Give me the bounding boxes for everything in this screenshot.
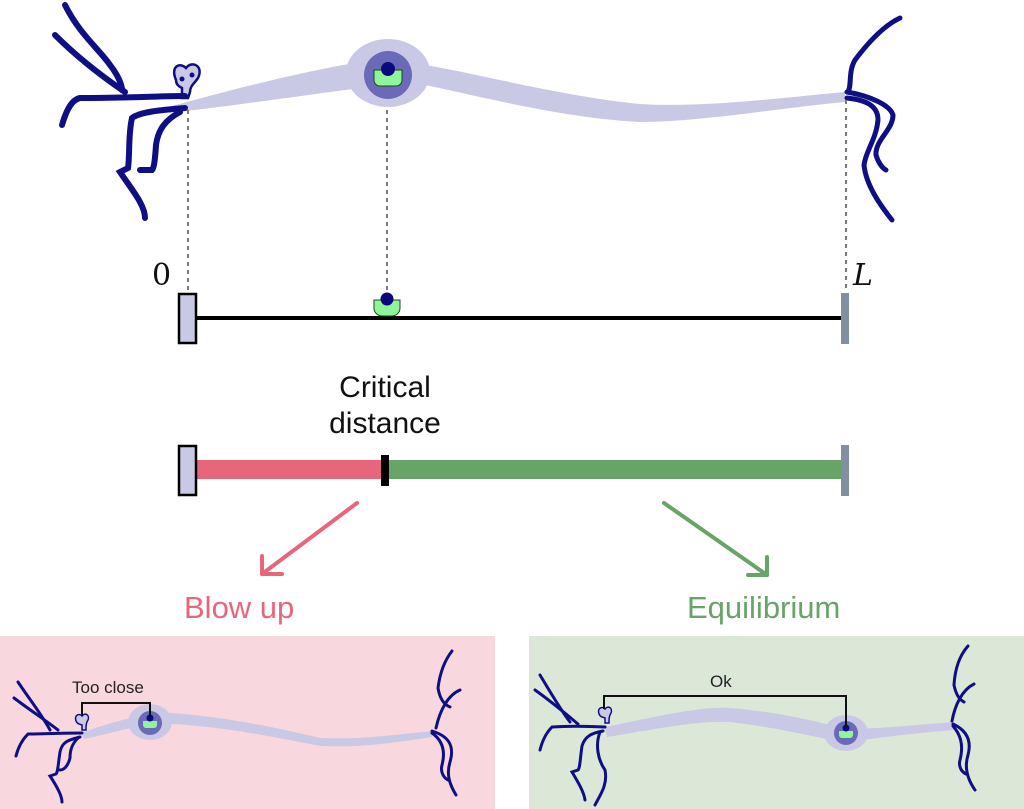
soma-marker-dot: [380, 292, 394, 306]
terminal-bulb: [172, 63, 201, 100]
panel-blow-up-bg: [0, 636, 495, 809]
axon: [172, 62, 845, 122]
arrow-equilibrium: [662, 501, 769, 577]
threshold-start-cap: [177, 444, 198, 497]
too-close-label: Too close: [72, 678, 144, 697]
outcome-equilibrium-label: Equilibrium: [687, 590, 841, 625]
receptor-icon: [373, 69, 403, 87]
axis-start-label: 0: [152, 258, 172, 293]
projection-lines: [187, 100, 847, 296]
threshold-axis: [177, 444, 849, 497]
critical-distance-line2: distance: [329, 407, 441, 440]
ok-label: Ok: [710, 672, 732, 691]
threshold-end-cap: [841, 445, 849, 496]
ok-bracket: [603, 695, 847, 727]
molecule-dot: [381, 62, 395, 76]
neuron-top: [52, 2, 903, 223]
axis-end-cap: [841, 293, 849, 344]
soma-marker-icon: [373, 299, 401, 317]
dendrites-right: [844, 15, 903, 223]
too-close-bracket: [81, 702, 151, 716]
outcome-blow-up-label: Blow up: [184, 590, 295, 625]
above-critical-segment: [386, 460, 843, 479]
arrow-blow-up: [260, 501, 359, 576]
neuron-equilibrium: [533, 644, 977, 807]
below-critical-segment: [196, 460, 386, 479]
critical-marker: [381, 455, 389, 486]
neuron-blow-up: [12, 649, 462, 804]
dendrites-left: [52, 2, 188, 221]
axis-start-cap: [177, 292, 198, 345]
axis-line: [177, 292, 849, 345]
critical-distance-line1: Critical: [339, 371, 431, 404]
axis-end-label: L: [853, 258, 873, 293]
critical-distance-label: Critical distance: [305, 370, 465, 442]
